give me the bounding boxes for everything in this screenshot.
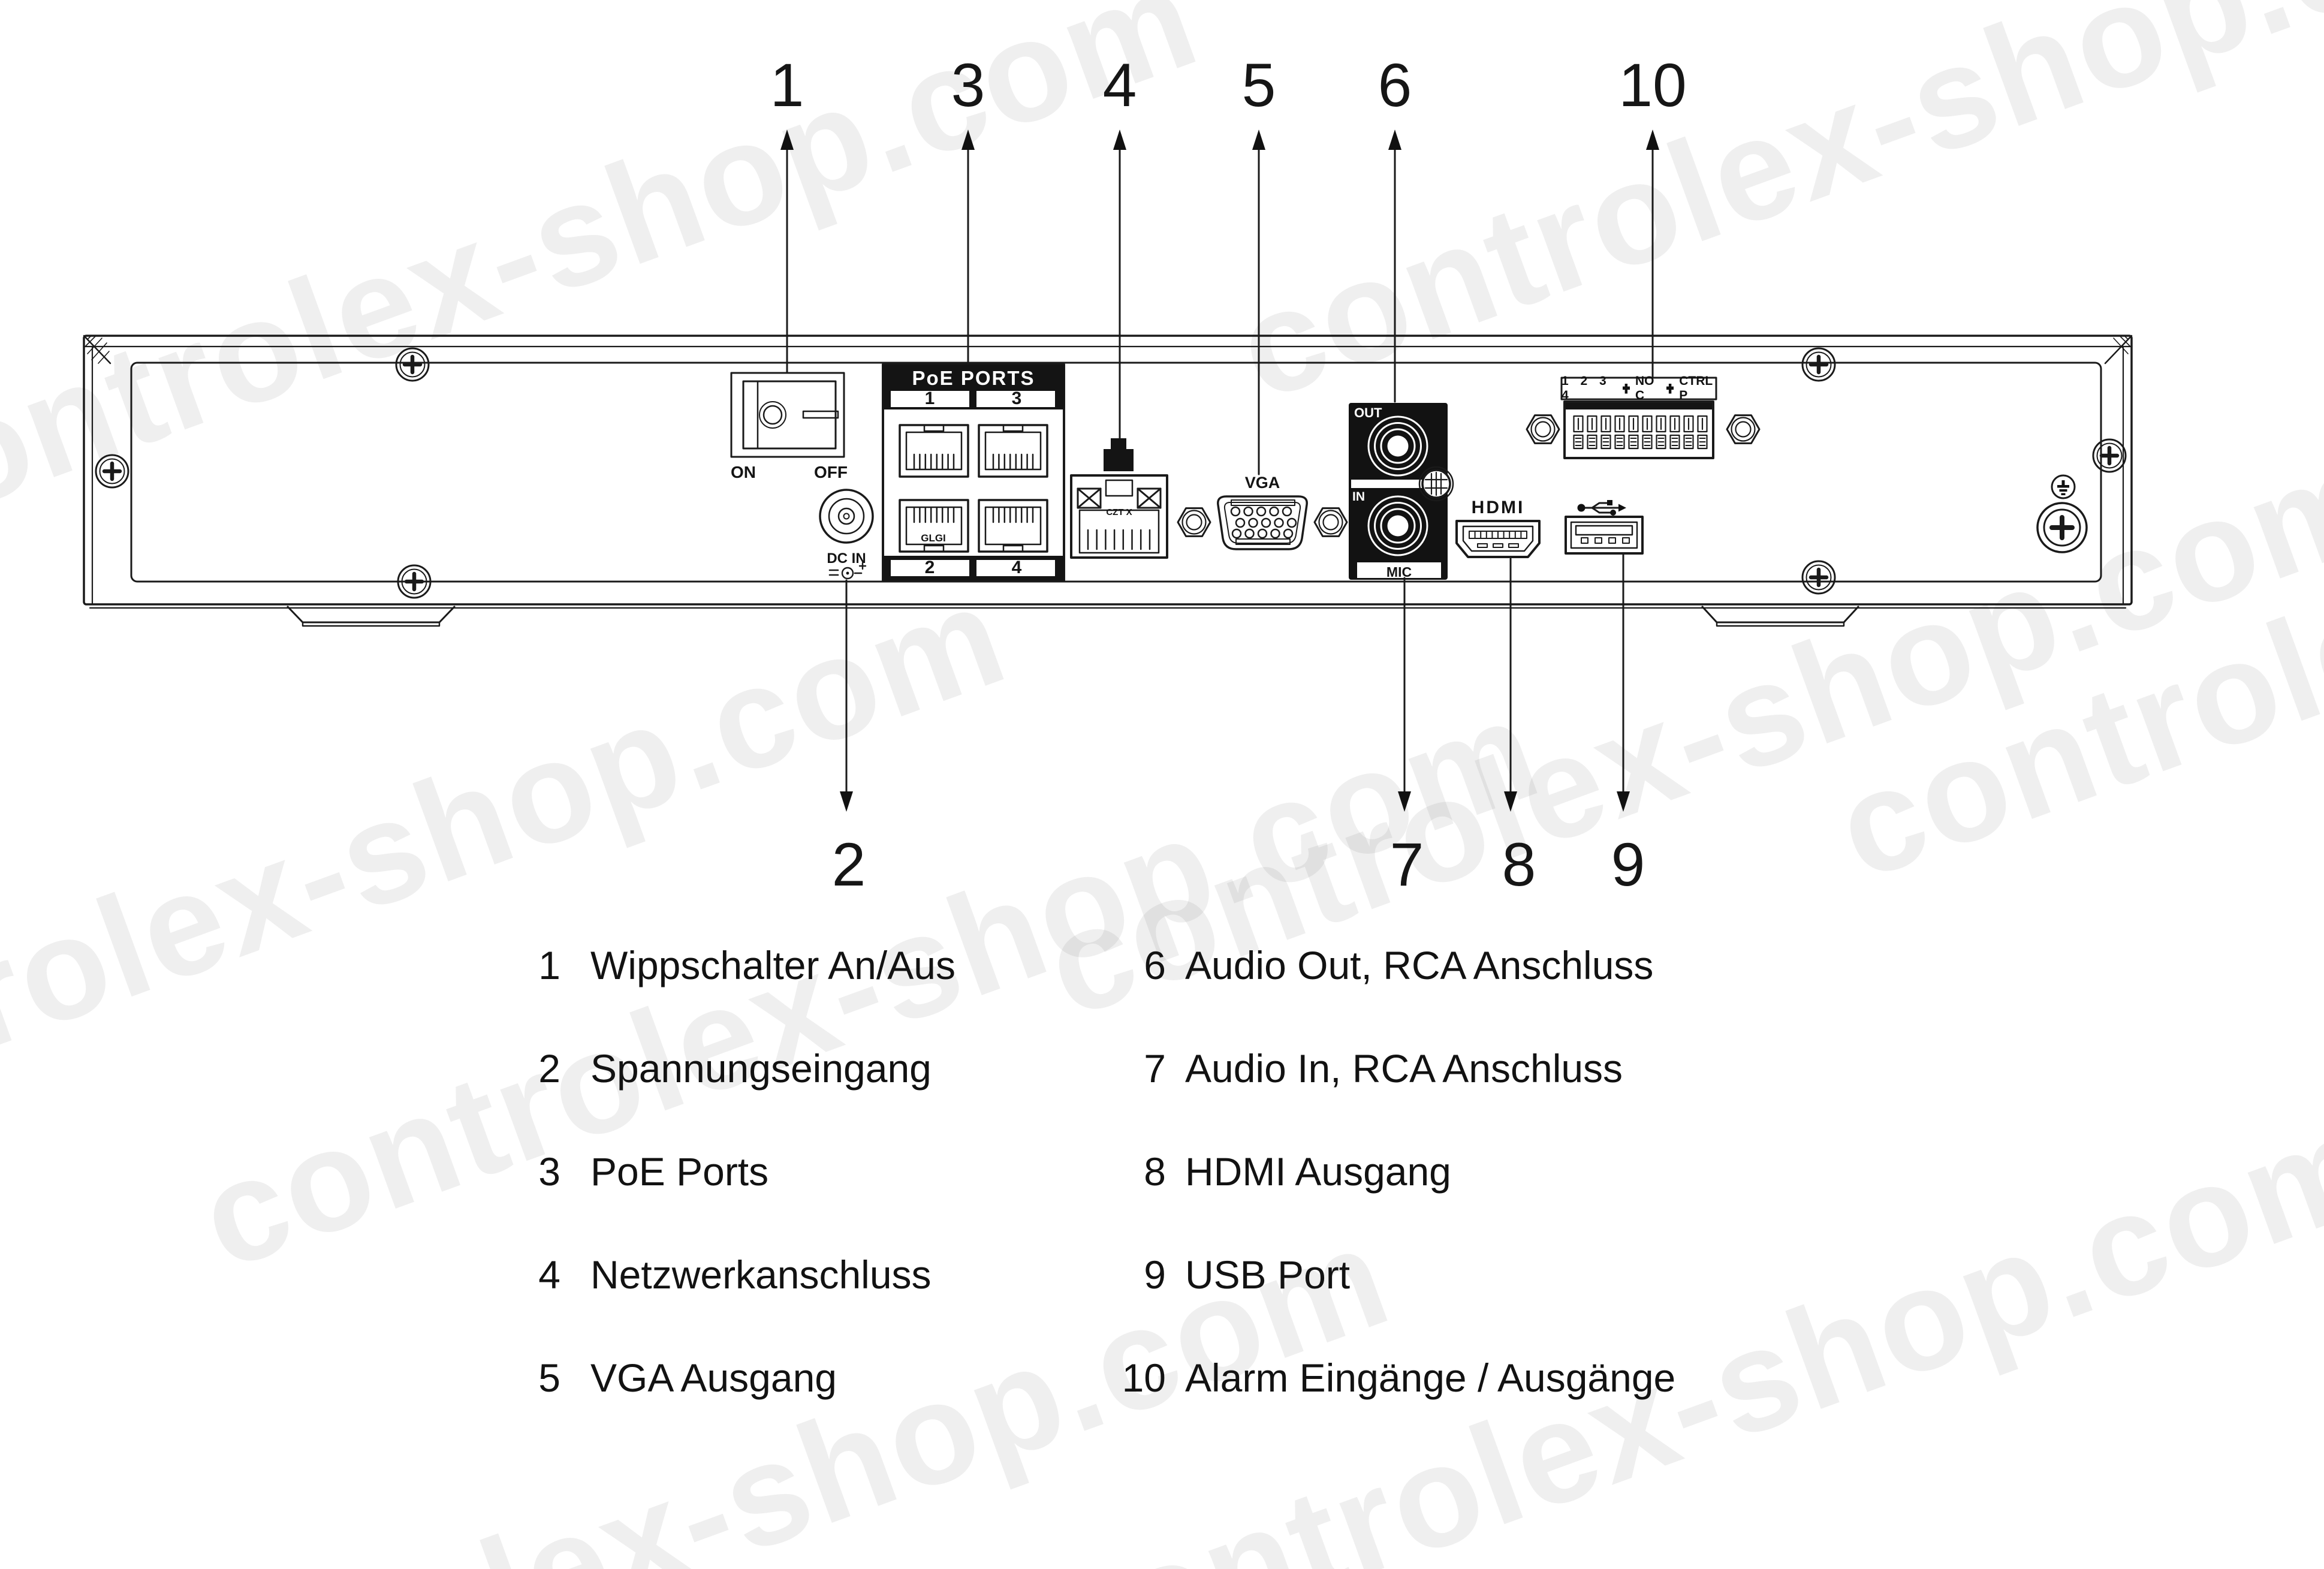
legend-label: Audio In, RCA Anschluss [1185, 1046, 1623, 1091]
audio-out-label: OUT [1354, 405, 1382, 420]
vga-nut [1313, 507, 1348, 537]
dc-polarity-icon [828, 562, 867, 580]
recessed-panel [130, 362, 2102, 583]
legend-num: 2 [538, 1046, 560, 1091]
alarm-nut [1726, 414, 1761, 444]
legend-num: 5 [538, 1356, 560, 1400]
hdmi-label: HDMI [1471, 498, 1525, 517]
dc-in-connector [819, 489, 874, 580]
legend-num: 6 [1144, 943, 1166, 987]
alarm-terminal [1587, 415, 1597, 450]
alarm-label-strip: 1 2 3 4 NO C CTRL P [1562, 374, 1716, 402]
alarm-nut [1526, 414, 1560, 444]
callout-number-6: 6 [1377, 51, 1412, 119]
chassis-foot [1701, 606, 1859, 627]
ground-symbol-icon [1666, 383, 1674, 394]
poe-port-1 [899, 424, 969, 478]
legend-label: HDMI Ausgang [1185, 1149, 1451, 1194]
poe-title: PoE PORTS [912, 367, 1035, 389]
ground-terminal-icon [2051, 474, 2076, 499]
ground-screw [2036, 502, 2088, 553]
panel-screw [396, 348, 429, 381]
alarm-terminal [1656, 415, 1666, 450]
panel-screw [1802, 348, 1835, 381]
ground-symbol-icon [1622, 383, 1630, 394]
vga-connector [1177, 495, 1348, 550]
hdmi-port [1455, 520, 1541, 558]
alarm-terminal [1697, 415, 1708, 450]
legend-label: VGA Ausgang [590, 1356, 837, 1400]
usb-port [1565, 500, 1644, 555]
legend-num: 4 [538, 1252, 560, 1297]
audio-mic-label: MIC [1386, 564, 1412, 580]
legend-label: Wippschalter An/Aus [590, 943, 955, 987]
arrowheads [780, 130, 1659, 812]
poe-port-number-3: 3 [1011, 389, 1022, 408]
callout-lines [780, 130, 1659, 812]
alarm-terminal-block [1526, 377, 1761, 459]
alarm-label-relay: NO C [1635, 374, 1654, 402]
poe-port-number-4: 4 [1011, 558, 1022, 577]
rca-in-connector [1367, 495, 1428, 556]
callout-number-4: 4 [1102, 51, 1137, 119]
dc-in-label: DC IN [827, 550, 866, 567]
audio-module [1349, 403, 1454, 580]
callout-number-1: 1 [770, 51, 804, 119]
poe-port-marking: GLGI [921, 532, 946, 544]
audio-in-label: IN [1352, 490, 1365, 504]
alarm-terminal [1683, 415, 1694, 450]
power-switch [730, 372, 845, 458]
legend-label: USB Port [1185, 1252, 1351, 1297]
chassis [83, 335, 2133, 627]
legend-label: Alarm Eingänge / Ausgänge [1185, 1356, 1676, 1400]
alarm-label-ctrl: CTRL P [1679, 374, 1713, 402]
legend-label: Audio Out, RCA Anschluss [1185, 943, 1654, 987]
panel-screw [96, 455, 128, 487]
network-port-marking: CZT X [1106, 507, 1132, 517]
callout-number-3: 3 [951, 51, 985, 119]
vga-label: VGA [1244, 474, 1280, 492]
callout-number-7: 7 [1389, 830, 1424, 899]
legend-num: 8 [1144, 1149, 1166, 1194]
callout-number-9: 9 [1611, 830, 1645, 899]
switch-off-label: OFF [814, 463, 848, 481]
legend-num: 1 [538, 943, 560, 987]
legend-num: 3 [538, 1149, 560, 1194]
callout-number-8: 8 [1502, 830, 1536, 899]
poe-port-4 [978, 499, 1048, 553]
callout-number-2: 2 [831, 830, 866, 899]
alarm-terminal [1628, 415, 1639, 450]
chassis-foot [287, 606, 456, 627]
legend-label: Spannungseingang [590, 1046, 932, 1091]
alarm-terminal [1573, 415, 1584, 450]
alarm-terminal [1669, 415, 1680, 450]
audio-ground-screw [1418, 466, 1454, 502]
vga-nut [1177, 507, 1211, 537]
alarm-terminal [1600, 415, 1611, 450]
alarm-terminal [1642, 415, 1653, 450]
panel-screw [2093, 439, 2126, 472]
callout-number-10: 10 [1618, 51, 1687, 119]
poe-port-3 [978, 424, 1048, 478]
poe-port-number-2: 2 [924, 558, 935, 577]
legend-label: Netzwerkanschluss [590, 1252, 932, 1297]
panel-screw [1802, 561, 1835, 594]
alarm-terminal [1614, 415, 1625, 450]
poe-port-number-1: 1 [924, 389, 935, 408]
legend-num: 7 [1144, 1046, 1166, 1091]
callout-number-5: 5 [1241, 51, 1276, 119]
switch-on-label: ON [731, 463, 756, 481]
alarm-label-inputs: 1 2 3 4 [1562, 374, 1611, 402]
legend-num: 9 [1144, 1252, 1166, 1297]
rca-out-connector [1367, 415, 1428, 477]
legend-num: 10 [1122, 1356, 1166, 1400]
cable-plug-icon [1104, 438, 1134, 471]
usb-icon [1577, 500, 1626, 516]
network-port [1070, 438, 1168, 559]
poe-module [882, 363, 1065, 582]
legend-label: PoE Ports [590, 1149, 769, 1194]
